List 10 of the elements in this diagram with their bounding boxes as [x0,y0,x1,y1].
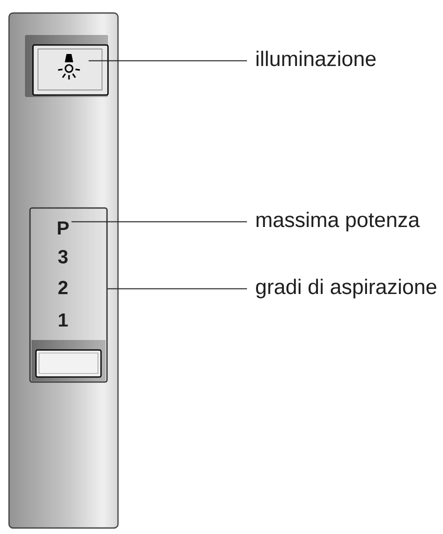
scale-number: 2 [58,280,68,294]
leader-line [88,60,248,62]
leader-line [107,288,248,290]
callout-label: massima potenza [256,212,420,232]
scale-label: P [58,221,69,235]
callout-label: gradi di aspirazione [256,278,436,298]
callout-label: illuminazione [256,50,376,66]
leader-line [71,221,248,222]
scale-number: 3 [58,250,68,264]
scale-number: 1 [58,313,68,327]
